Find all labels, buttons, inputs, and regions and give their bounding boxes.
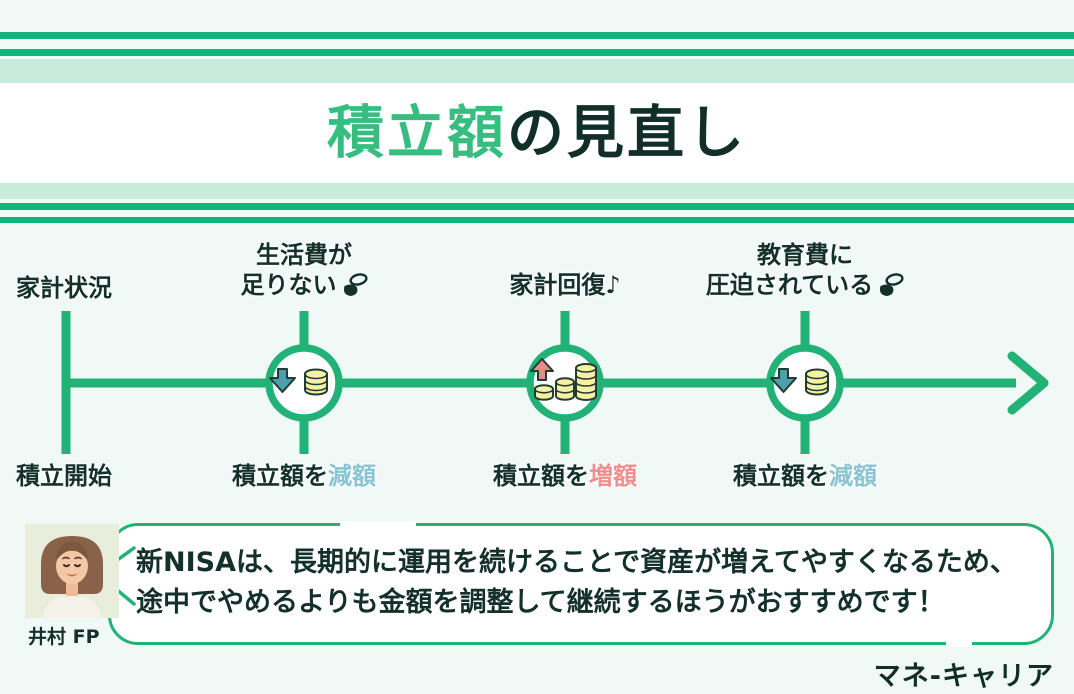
bottom-label-prefix: 積立額を — [232, 462, 328, 490]
bottom-label-prefix: 積立額を — [493, 462, 589, 490]
timeline-arrowhead-icon — [1007, 351, 1049, 415]
speech-bubble — [108, 523, 1054, 645]
brand-logo: マネ-キャリア — [873, 661, 1054, 692]
node-bottom-label: 積立額を減額 — [645, 461, 965, 491]
advisor-avatar — [25, 524, 119, 618]
sigh-icon — [343, 273, 368, 296]
header-green-line-3 — [0, 203, 1074, 210]
page-title: 積立額の見直し — [327, 104, 747, 162]
timeline-graphic — [61, 311, 1049, 454]
title-block: 積立額の見直し — [0, 83, 1074, 183]
header-green-line-4 — [0, 217, 1074, 223]
page-title-rest: の見直し — [507, 99, 747, 166]
node-top-line2: 圧迫されている — [705, 271, 874, 299]
page-title-highlight: 積立額 — [327, 99, 507, 166]
node-top-line2: 家計回復♪ — [509, 271, 621, 299]
node-bottom-label: 積立額を増額 — [405, 461, 725, 491]
bottom-label-action: 増額 — [589, 462, 637, 490]
speech-line-1: 新NISAは、長期的に運用を続けることで資産が増えてやすくなるため、 — [136, 547, 1017, 578]
down-arrow-coins-icon — [269, 368, 328, 396]
node-top-label: 生活費が 足りない — [144, 240, 464, 300]
bottom-label-action: 減額 — [829, 462, 877, 490]
header-green-line-2 — [0, 49, 1074, 56]
node-top-line1: 教育費に — [757, 241, 853, 269]
bubble-border-gap — [340, 521, 416, 528]
speech-line-2: 途中でやめるよりも金額を調整して継続するほうがおすすめです！ — [136, 587, 945, 618]
sigh-icon — [880, 273, 904, 296]
up-arrow-growing-coins-icon — [530, 358, 597, 401]
bottom-label-action: 減額 — [328, 462, 376, 490]
advisor-speech-text: 新NISAは、長期的に運用を続けることで資産が増えてやすくなるため、 途中でやめ… — [136, 543, 1046, 623]
node-top-line2: 足りない — [240, 271, 337, 299]
header-green-line-1 — [0, 32, 1074, 39]
bottom-label-prefix: 積立額を — [733, 462, 829, 490]
node-bottom-label: 積立額を減額 — [144, 461, 464, 491]
bubble-border-gap — [946, 640, 972, 647]
node-top-label: 教育費に 圧迫されている — [645, 240, 965, 300]
header-pale-band-bottom — [0, 183, 1074, 199]
node-top-line1: 生活費が — [256, 241, 352, 269]
header-pale-band-top — [0, 59, 1074, 83]
axis-label: 家計状況 — [16, 274, 112, 302]
node-top-label: 家計回復♪ — [405, 240, 725, 300]
start-label: 積立開始 — [16, 462, 112, 490]
down-arrow-coins-icon — [770, 368, 829, 396]
advisor-name: 井村 FP — [28, 626, 100, 648]
